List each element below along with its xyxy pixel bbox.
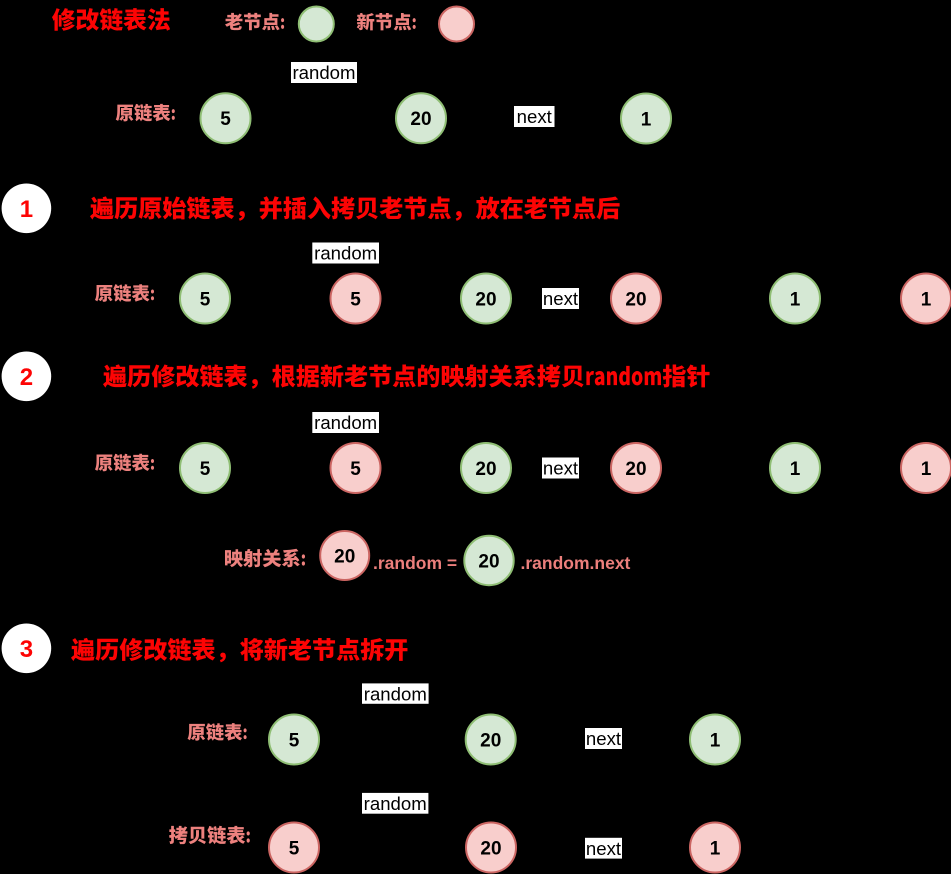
svg-text:.random =: .random = (373, 553, 457, 573)
svg-text:5: 5 (220, 109, 231, 130)
svg-text:1: 1 (641, 109, 652, 130)
svg-text:20: 20 (475, 289, 496, 310)
svg-text:1: 1 (710, 730, 721, 751)
svg-text:next: next (543, 458, 579, 479)
svg-text:20: 20 (410, 109, 431, 130)
svg-text:.random.next: .random.next (521, 553, 631, 573)
svg-text:random: random (364, 793, 427, 814)
svg-text:next: next (517, 106, 553, 127)
svg-text:20: 20 (478, 551, 499, 572)
svg-text:20: 20 (480, 838, 501, 859)
svg-text:5: 5 (200, 459, 211, 480)
svg-text:1: 1 (790, 289, 801, 310)
svg-text:random: random (314, 243, 377, 264)
svg-text:5: 5 (200, 289, 211, 310)
svg-text:20: 20 (334, 546, 355, 567)
svg-text:5: 5 (350, 459, 361, 480)
svg-text:random: random (314, 412, 377, 433)
svg-text:20: 20 (625, 289, 646, 310)
svg-text:1: 1 (710, 838, 721, 859)
svg-text:1: 1 (790, 459, 801, 480)
svg-text:next: next (543, 288, 579, 309)
svg-text:1: 1 (20, 196, 33, 223)
svg-text:20: 20 (625, 459, 646, 480)
svg-text:2: 2 (20, 364, 33, 391)
svg-text:20: 20 (475, 459, 496, 480)
svg-text:5: 5 (350, 289, 361, 310)
svg-text:next: next (586, 838, 622, 859)
svg-text:random: random (292, 62, 355, 83)
svg-text:20: 20 (480, 730, 501, 751)
svg-text:1: 1 (921, 459, 932, 480)
svg-text:next: next (586, 728, 622, 749)
svg-text:3: 3 (20, 636, 33, 663)
svg-text:5: 5 (289, 730, 300, 751)
svg-text:1: 1 (921, 289, 932, 310)
svg-text:random: random (364, 683, 427, 704)
svg-text:5: 5 (289, 838, 300, 859)
